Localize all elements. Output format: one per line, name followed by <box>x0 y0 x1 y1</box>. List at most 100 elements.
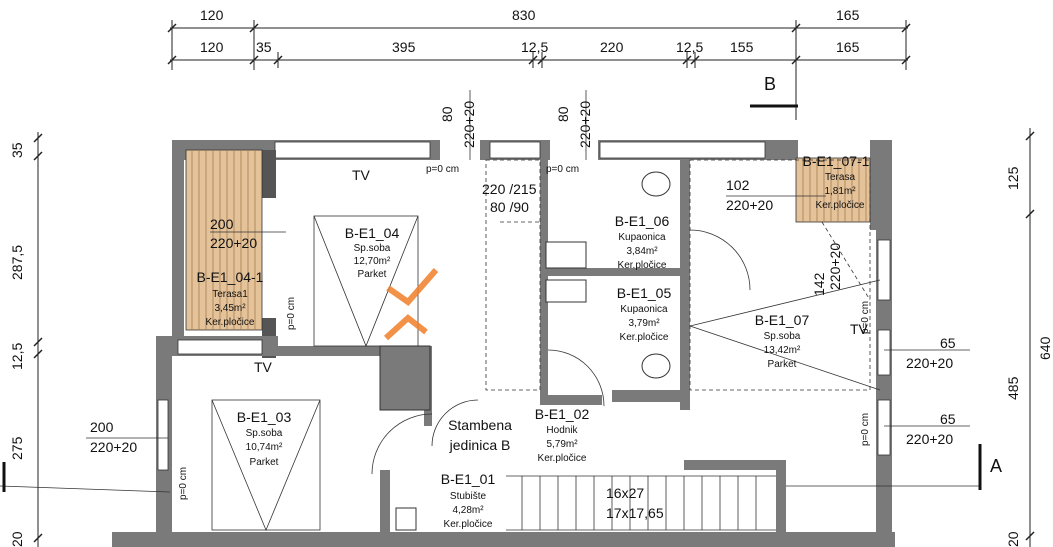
terrace-deck-left <box>185 149 263 331</box>
dim-top2-0: 120 <box>200 39 224 55</box>
top-opening-b-height: 220+20 <box>577 101 593 148</box>
dim-top1-0: 120 <box>200 7 224 23</box>
left-dimension-lines <box>33 132 43 547</box>
opening-labels: 80 220+20 80 220+20 200 220+20 200 220+2… <box>90 101 956 521</box>
sill-top-b: p=0 cm <box>546 164 579 175</box>
stairs-steps-b: 17x17,65 <box>606 505 664 521</box>
window-142-height: 220+20 <box>827 243 843 290</box>
section-b-label: B <box>764 74 776 94</box>
top-opening-a-height: 220+20 <box>461 101 477 148</box>
door-left2-height: 220+20 <box>90 439 137 455</box>
room-code: B-E1_01 <box>441 471 496 487</box>
room-b-e1-05: B-E1_05 Kupaonica 3,79m² Ker.pločice <box>617 285 672 343</box>
room-name: Sp.soba <box>246 428 283 439</box>
room-floor: Parket <box>250 457 279 468</box>
watermark-logo <box>383 268 439 341</box>
tv-labels: TV TV TV <box>254 167 869 375</box>
dim-top2-1: 35 <box>256 39 272 55</box>
room-area: 13,42m² <box>764 345 801 356</box>
room-name: Stubište <box>450 491 487 502</box>
dim-top2-5: 12,5 <box>676 39 703 55</box>
right-opening-b-width: 65 <box>940 411 956 427</box>
section-marker-b: B <box>750 74 798 108</box>
dim-right-1: 640 <box>1037 336 1053 360</box>
room-b-e1-04-1: B-E1_04-1 Terasa1 3,45m² Ker.pločice <box>197 269 264 328</box>
room-floor: Ker.pločice <box>618 260 667 271</box>
room-code: B-E1_04-1 <box>197 269 264 285</box>
room-floor: Ker.pločice <box>206 317 255 328</box>
door-left2-width: 200 <box>90 419 114 435</box>
stairs-steps-a: 16x27 <box>606 485 644 501</box>
room-floor: Ker.pločice <box>444 519 493 530</box>
right-dimension-labels: 125 640 485 20 20 <box>9 166 1053 547</box>
dim-left-2: 12,5 <box>9 343 25 370</box>
room-floor: Parket <box>768 359 797 370</box>
room-floor: Ker.pločice <box>538 453 587 464</box>
room-area: 10,74m² <box>246 442 283 453</box>
room-name: Terasa1 <box>212 289 248 300</box>
sill-right-b: p=0 cm <box>860 413 871 446</box>
tv-label-3: TV <box>850 321 869 337</box>
right-opening-b-height: 220+20 <box>906 431 953 447</box>
room-b-e1-03: B-E1_03 Sp.soba 10,74m² Parket <box>237 409 292 468</box>
room-code: B-E1_02 <box>535 406 590 422</box>
room-b-e1-02: B-E1_02 Hodnik 5,79m² Ker.pločice <box>535 406 590 464</box>
room-labels: B-E1_04 Sp.soba 12,70m² Parket B-E1_04-1… <box>197 153 870 530</box>
dim-top1-1: 830 <box>512 7 536 23</box>
room-b-e1-07: B-E1_07 Sp.soba 13,42m² Parket <box>755 312 810 370</box>
room-code: B-E1_06 <box>615 213 670 229</box>
section-a-label: A <box>990 456 1002 476</box>
sill-left-b: p=0 cm <box>178 467 189 500</box>
door-interior-a: 220 /215 <box>482 181 537 197</box>
dim-left-3: 275 <box>9 436 25 460</box>
top-opening-a-width: 80 <box>439 106 455 122</box>
window-142-width: 142 <box>811 272 827 296</box>
unit-label: Stambena jedinica B <box>448 417 512 453</box>
room-area: 5,79m² <box>546 439 578 450</box>
dim-right-0: 125 <box>1005 166 1021 190</box>
sill-left-a: p=0 cm <box>286 297 297 330</box>
dim-bottom-left: 20 <box>9 531 25 547</box>
room-code: B-E1_07-1 <box>803 153 870 169</box>
room-code: B-E1_03 <box>237 409 292 425</box>
top-dimension-labels: 120 830 165 120 35 395 12,5 220 12,5 155… <box>200 7 860 55</box>
room-floor: Ker.pločice <box>816 200 865 211</box>
walls <box>112 140 895 547</box>
room-area: 4,28m² <box>452 505 484 516</box>
room-name: Kupaonica <box>620 304 668 315</box>
leader-lines <box>0 90 980 493</box>
top-opening-b-width: 80 <box>555 106 571 122</box>
wardrobes <box>211 215 881 532</box>
right-opening-a-height: 220+20 <box>906 355 953 371</box>
room-area: 3,45m² <box>214 303 246 314</box>
right-opening-a-width: 65 <box>940 335 956 351</box>
dim-top2-4: 220 <box>600 39 624 55</box>
dim-top2-2: 395 <box>392 39 416 55</box>
room-area: 12,70m² <box>354 256 391 267</box>
room-b-e1-06: B-E1_06 Kupaonica 3,84m² Ker.pločice <box>615 213 670 271</box>
room-b-e1-01: B-E1_01 Stubište 4,28m² Ker.pločice <box>441 471 496 530</box>
room-area: 3,84m² <box>626 246 658 257</box>
room-name: Kupaonica <box>618 232 666 243</box>
terrace-deck-right <box>795 157 871 223</box>
tv-label-1: TV <box>352 167 371 183</box>
sill-top-a: p=0 cm <box>426 164 459 175</box>
dim-top2-3: 12,5 <box>521 39 548 55</box>
unit-label-line-2: jedinica B <box>449 437 511 453</box>
room-name: Hodnik <box>546 425 578 436</box>
room-code: B-E1_04 <box>345 225 400 241</box>
left-dimension-labels: 35 287,5 12,5 275 <box>9 142 25 460</box>
room-floor: Ker.pločice <box>620 332 669 343</box>
dim-top1-2: 165 <box>836 7 860 23</box>
dim-top2-7: 165 <box>836 39 860 55</box>
section-marker-a: A <box>2 444 1002 492</box>
room-b-e1-04: B-E1_04 Sp.soba 12,70m² Parket <box>345 225 400 280</box>
dim-right-2: 485 <box>1005 376 1021 400</box>
room-name: Terasa <box>825 172 855 183</box>
window-102-width: 102 <box>726 177 750 193</box>
dim-right-3: 20 <box>1005 531 1021 547</box>
room-floor: Parket <box>358 269 387 280</box>
dim-left-0: 35 <box>9 142 25 158</box>
room-code: B-E1_07 <box>755 312 810 328</box>
